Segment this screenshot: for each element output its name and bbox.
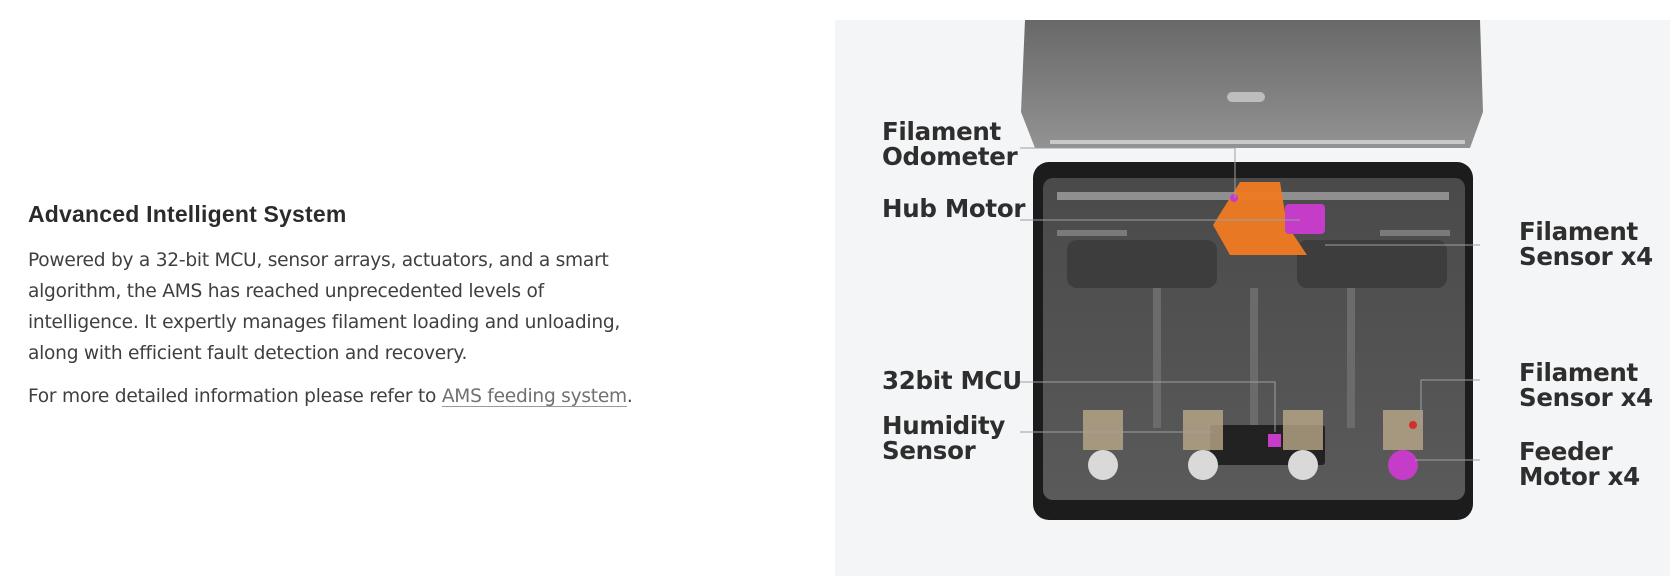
label-filament-sensor-bottom: Filament Sensor x4 [1519, 358, 1653, 412]
label-hub-motor: Hub Motor [882, 194, 1026, 223]
guide-arm-3 [1347, 288, 1355, 428]
ams-internals-figure: Filament Odometer Hub Motor 32bit MCU Hu… [835, 20, 1670, 576]
guide-arm-1 [1153, 288, 1161, 428]
feature-text: Advanced Intelligent System Powered by a… [28, 201, 648, 424]
feeder-motor-1 [1088, 450, 1118, 480]
lid-handle [1227, 92, 1265, 102]
feeder-motor-3 [1288, 450, 1318, 480]
section-heading: Advanced Intelligent System [28, 201, 347, 227]
filament-sensor-dot [1409, 421, 1417, 429]
feeder-module-1 [1083, 410, 1123, 450]
leader-mcu [1020, 381, 1276, 432]
lid-highlight [1050, 140, 1465, 144]
leader-filament-sensor-bottom [1420, 379, 1480, 425]
lid [1021, 20, 1483, 148]
roller-left [1057, 230, 1127, 236]
more-info-prefix: For more detailed information please ref… [28, 386, 442, 407]
ams-feeding-system-link[interactable]: AMS feeding system [441, 386, 627, 407]
humidity-chip [1268, 434, 1281, 447]
section-description: Powered by a 32-bit MCU, sensor arrays, … [28, 250, 621, 364]
odometer-wheel [1230, 194, 1238, 202]
label-filament-odometer: Filament Odometer [882, 117, 1018, 171]
more-info-line: For more detailed information please ref… [28, 381, 648, 412]
feeder-module-4 [1383, 410, 1423, 450]
label-feeder-motor: Feeder Motor x4 [1519, 437, 1640, 491]
guide-arm-2 [1250, 288, 1258, 428]
ams-illustration [1020, 20, 1483, 520]
hub-motor-body [1285, 204, 1325, 234]
roller-right [1380, 230, 1450, 236]
label-filament-sensor-top: Filament Sensor x4 [1519, 217, 1653, 271]
label-32bit-mcu: 32bit MCU [882, 366, 1022, 395]
feeder-motor-2 [1188, 450, 1218, 480]
feeder-motor-4 [1388, 450, 1418, 480]
label-humidity-sensor: Humidity Sensor [882, 411, 1006, 465]
feeder-module-2 [1183, 410, 1223, 450]
leader-odometer [1020, 147, 1236, 198]
feeder-module-3 [1283, 410, 1323, 450]
grille-right [1297, 240, 1447, 288]
grille-left [1067, 240, 1217, 288]
leader-lines [1020, 147, 1480, 461]
more-info-suffix: . [626, 386, 633, 407]
